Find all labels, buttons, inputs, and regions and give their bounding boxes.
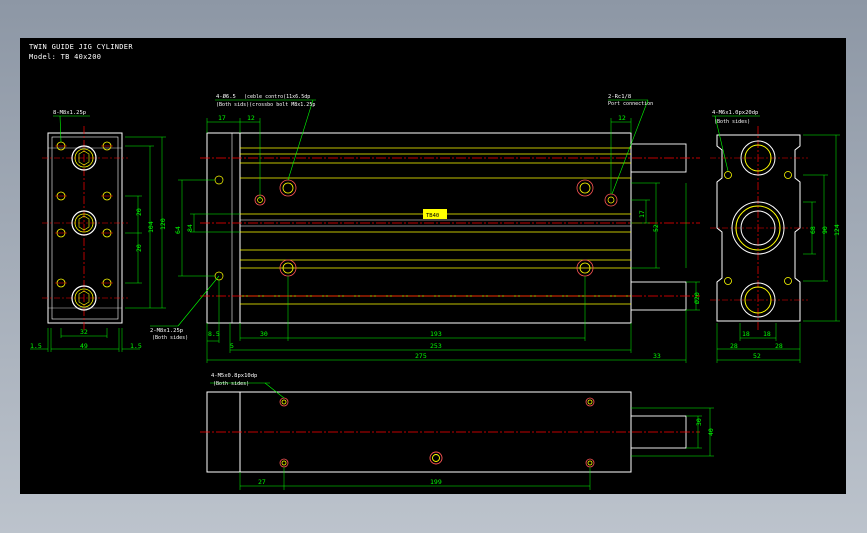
front-body-outline [239,132,632,324]
title-block: TWIN GUIDE JIG CYLINDER Model: TB 40x200 [29,42,133,62]
front-view: TB40 4-Ø6.5 (ceble contro(11x6.5dp (Both… [150,93,701,363]
dim-52: 52 [652,224,660,232]
port-hole-icon [429,451,443,465]
dim-18b: 18 [763,330,771,338]
front-callout-port: 2-Rc1/8 [608,94,631,100]
dim-32: 32 [80,328,88,336]
dim-193: 193 [430,330,442,338]
front-callout-bottom: 2-M8x1.25p [150,328,183,334]
dim-33: 33 [653,352,661,360]
cad-drawing: 8-M8x1.25p 32 49 1.5 1.5 [30,93,841,490]
dim-84: 84 [186,224,194,232]
counterbore-hole-icon [279,179,297,197]
dim-28b: 28 [775,342,783,350]
bottom-callout: 4-M5x0.8px10dp [211,373,257,379]
dim-5: 5 [230,342,234,350]
dim-17b: 17 [638,210,646,218]
dim-49: 49 [80,342,88,350]
dim-124: 124 [833,224,841,236]
dim-275: 275 [415,352,427,360]
dim-28a: 28 [730,342,738,350]
dim-8-5: 8.5 [208,330,220,338]
dim-199: 199 [430,478,442,486]
dim-20a: 20 [135,208,143,216]
front-callout-top: 4-Ø6.5 [216,93,236,100]
dim-12b: 12 [618,114,626,122]
dim-18a: 18 [742,330,750,338]
rod-hole-icon [71,145,97,171]
dim-40: 40 [707,428,715,436]
label-plate-text: TB40 [426,213,439,219]
front-callout-top-note2: (Both sids)(crossbo bolt M8x1.25p [216,102,315,108]
rod-hole-icon [71,210,97,236]
dim-30b: 30 [695,418,703,426]
rod-hole-icon [71,285,97,311]
end-view-left: 8-M8x1.25p 32 49 1.5 1.5 [30,110,167,352]
dim-90: 90 [821,226,829,234]
front-callout-bottom-note: (Both sides) [152,335,188,341]
dim-17: 17 [218,114,226,122]
counterbore-hole-icon [576,179,594,197]
threaded-hole-icon [279,397,595,468]
dim-120: 120 [159,218,167,230]
dim-30: 30 [260,330,268,338]
dim-68: 68 [809,226,817,234]
end-right-callout: 4-M6x1.0px20dp [712,110,758,116]
end-right-callout-note: (Both sides) [714,119,750,125]
dim-12a: 12 [247,114,255,122]
front-end-plate [206,132,241,324]
end-view-left-outline [47,132,123,324]
drawing-model: Model: TB 40x200 [29,53,102,61]
threaded-hole-icon [724,171,792,285]
mounting-hole-icon [214,175,224,281]
end-view-right: 4-M6x1.0px20dp (Both sides) 18 18 28 28 … [710,110,841,363]
front-callout-top-note1: (ceble contro(11x6.5dp [244,94,310,100]
dim-52r: 52 [753,352,761,360]
dim-1-5-left: 1.5 [30,342,42,350]
drawing-canvas[interactable]: TWIN GUIDE JIG CYLINDER Model: TB 40x200 [20,38,846,494]
rod-bore-icon [740,140,776,176]
dim-27: 27 [258,478,266,486]
dim-dia-20: Ø20 [693,292,701,304]
end-view-right-outline [716,134,801,322]
dim-1-5-right: 1.5 [130,342,142,350]
dim-20b: 20 [135,244,143,252]
rod-bore-icon [740,282,776,318]
dim-64: 64 [174,226,182,234]
dim-104: 104 [147,221,155,233]
port-hole-icon [604,193,618,207]
bottom-view: 4-M5x0.8px10dp (Both sides) 27 199 30 40 [200,373,715,490]
bottom-callout-note: (Both sides) [213,381,249,387]
dim-253: 253 [430,342,442,350]
front-callout-port-note: Port connection [608,101,653,107]
piston-bore-icon [731,201,785,255]
drawing-title: TWIN GUIDE JIG CYLINDER [29,43,133,51]
end-left-callout: 8-M8x1.25p [53,110,86,116]
label-plate [423,209,447,219]
